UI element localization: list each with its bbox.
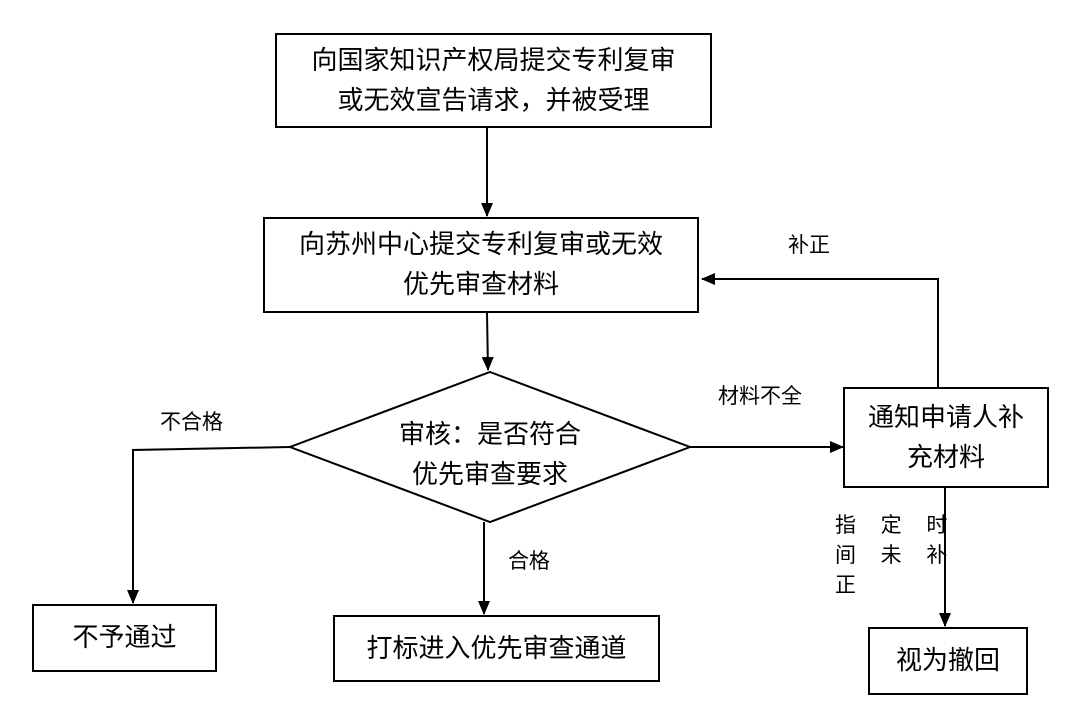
not-supplemented-line-2: 间 未 补 — [835, 543, 957, 567]
reject-line: 不予通过 — [72, 623, 177, 653]
not-supplemented-line-1: 指 定 时 — [835, 513, 957, 537]
submit-request-box: 向国家知识产权局提交专利复审 或无效宣告请求，并被受理 — [275, 33, 712, 128]
submit-suzhou-line-1: 向苏州中心提交专利复审或无效 — [298, 230, 663, 260]
notify-applicant-box: 通知申请人补 充材料 — [843, 387, 1049, 488]
notify-line-2: 充材料 — [906, 442, 985, 473]
label-incomplete: 材料不全 — [718, 384, 802, 408]
decision-diamond — [287, 370, 693, 524]
submit-request-line-2: 或无效宣告请求，并被受理 — [337, 85, 650, 116]
arrow-review-to-reject — [127, 446, 291, 604]
arrow-notify-back-to-suzhou — [701, 273, 939, 387]
label-not-supplemented: 指 定 时 间 未 补 正 — [835, 510, 956, 600]
priority-channel-box: 打标进入优先审查通道 — [333, 615, 660, 682]
review-line-2: 优先审查要求 — [411, 460, 568, 490]
label-qualified: 合格 — [508, 549, 550, 573]
label-unqualified: 不合格 — [160, 410, 223, 434]
not-supplemented-line-3: 正 — [835, 573, 865, 597]
label-supplement: 补正 — [788, 233, 830, 257]
arrow-suzhou-to-review — [481, 312, 494, 371]
submit-suzhou-box: 向苏州中心提交专利复审或无效 优先审查材料 — [263, 217, 699, 313]
review-line-1: 审核：是否符合 — [398, 420, 581, 450]
priority-channel-line: 打标进入优先审查通道 — [366, 633, 627, 664]
reject-box: 不予通过 — [32, 604, 217, 672]
notify-line-1: 通知申请人补 — [867, 402, 1024, 433]
submit-request-line-1: 向国家知识产权局提交专利复审 — [311, 45, 676, 76]
review-decision-text: 审核：是否符合 优先审查要求 — [330, 415, 650, 495]
withdrawn-box: 视为撤回 — [868, 627, 1028, 695]
withdrawn-line: 视为撤回 — [895, 646, 1000, 676]
submit-suzhou-line-2: 优先审查材料 — [402, 270, 559, 300]
